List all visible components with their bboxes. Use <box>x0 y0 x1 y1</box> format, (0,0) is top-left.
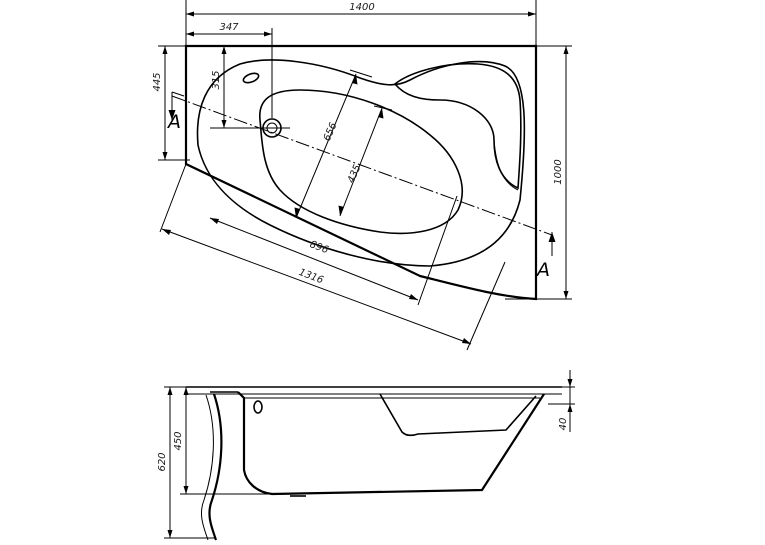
dim-label-1316: 1316 <box>297 267 325 286</box>
dim-label-445: 445 <box>152 72 163 91</box>
side-tub-shell <box>237 391 545 496</box>
dim-inner-height: 450 <box>173 387 272 495</box>
section-mark-left: A <box>166 111 181 133</box>
dim-drain-offset-x: 347 <box>186 22 273 118</box>
dim-label-1400: 1400 <box>349 2 374 13</box>
dim-total-width: 1400 <box>185 0 537 46</box>
top-view: 1400 347 315 445 <box>152 0 572 351</box>
side-view: 620 450 40 <box>157 370 575 541</box>
dim-label-656: 656 <box>322 121 340 143</box>
tub-backrest <box>393 62 522 190</box>
section-axis <box>171 95 553 236</box>
tub-basin <box>259 89 463 235</box>
tub-rim-inner <box>196 59 526 267</box>
dim-label-896: 896 <box>308 239 330 256</box>
drain-outer <box>262 118 282 138</box>
tub-outer-contour <box>184 44 538 301</box>
dim-diagonal-length: 1316 <box>159 163 506 351</box>
section-mark-right: A <box>535 259 550 281</box>
dim-total-height: 620 <box>157 387 216 539</box>
dim-label-1000: 1000 <box>553 159 564 184</box>
dim-label-435: 435 <box>346 163 364 185</box>
dim-drain-offset-y: 315 <box>210 46 290 129</box>
dim-total-depth: 1000 <box>553 46 569 299</box>
overflow-hole <box>242 72 260 84</box>
dim-left-depth: 445 <box>152 46 190 161</box>
dim-inner-width: 435 <box>338 105 393 217</box>
dim-rim-height: 40 <box>558 370 573 432</box>
side-backrest <box>379 393 537 437</box>
side-overflow <box>253 400 263 414</box>
dim-label-450: 450 <box>173 431 184 450</box>
dim-label-40: 40 <box>558 418 569 431</box>
dim-label-347: 347 <box>219 22 239 33</box>
side-front-apron <box>208 393 223 541</box>
dim-label-620: 620 <box>157 452 168 471</box>
